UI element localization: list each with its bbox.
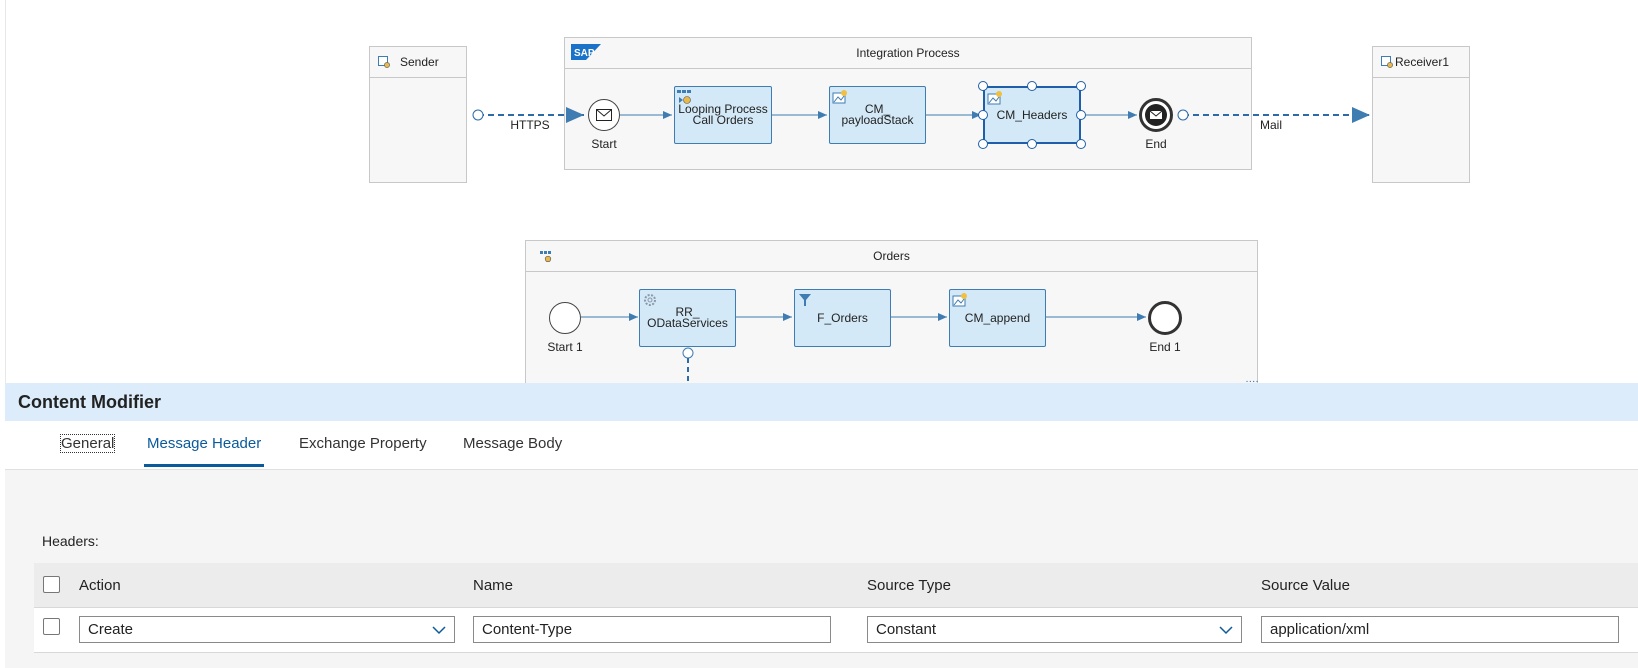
resize-handle[interactable] xyxy=(978,110,988,120)
diagram-canvas[interactable]: Sender Receiver1 SAP Integration Process… xyxy=(5,0,1638,383)
tab-bar: General Message Header Exchange Property… xyxy=(5,421,1638,470)
resize-handle[interactable] xyxy=(978,81,988,91)
resize-handle[interactable] xyxy=(1076,81,1086,91)
sender-header: Sender xyxy=(370,47,466,78)
message-envelope-icon xyxy=(1145,104,1167,126)
cm-append-label: CM_append xyxy=(964,310,1031,325)
column-header-source-type: Source Type xyxy=(867,577,951,594)
svg-text:SAP: SAP xyxy=(574,48,595,59)
sap-logo-icon: SAP xyxy=(571,44,601,60)
cm-headers-label: CM_Headers xyxy=(996,107,1068,122)
column-header-name: Name xyxy=(473,577,514,594)
chevron-down-icon xyxy=(1219,626,1233,635)
rr-odataservices-step[interactable]: RR_ ODataServices xyxy=(639,289,736,347)
cm-payload-label: CM_ payloadStack xyxy=(841,102,914,127)
start1-event[interactable] xyxy=(549,302,581,334)
local-process-icon xyxy=(540,251,552,262)
https-label: HTTPS xyxy=(510,118,550,132)
participant-icon xyxy=(1381,56,1393,68)
filter-icon xyxy=(799,294,811,306)
participant-icon xyxy=(378,56,390,68)
tab-message-body[interactable]: Message Body xyxy=(463,435,563,452)
sender-participant[interactable]: Sender xyxy=(369,46,467,183)
header-name-input[interactable]: Content-Type xyxy=(473,616,831,643)
action-value: Create xyxy=(88,621,134,638)
resize-handle[interactable] xyxy=(1027,139,1037,149)
content-modifier-icon xyxy=(987,91,1002,105)
receiver-label: Receiver1 xyxy=(1395,55,1450,69)
receiver-header: Receiver1 xyxy=(1373,47,1469,78)
content-modifier-icon xyxy=(952,293,967,307)
header-name-value: Content-Type xyxy=(482,621,573,638)
panel-splitter-handle[interactable]: ···· xyxy=(1245,376,1259,387)
resize-handle[interactable] xyxy=(978,139,988,149)
start-event[interactable] xyxy=(588,99,620,131)
headers-label: Headers: xyxy=(42,533,99,549)
mail-label: Mail xyxy=(1259,118,1283,132)
source-value-value: application/xml xyxy=(1270,621,1370,638)
row-checkbox[interactable] xyxy=(43,618,60,635)
integration-process-title: Integration Process xyxy=(856,46,960,60)
table-row: Create Content-Type Constant application… xyxy=(34,608,1638,653)
looping-step-label: Looping Process Call Orders xyxy=(678,102,768,127)
headers-table: Action Name Source Type Source Value Cre… xyxy=(34,563,1638,653)
orders-header: Orders xyxy=(526,241,1257,272)
table-header-row: Action Name Source Type Source Value xyxy=(34,563,1638,608)
receiver-participant[interactable]: Receiver1 xyxy=(1372,46,1470,183)
local-process-icon xyxy=(677,90,691,104)
resize-handle[interactable] xyxy=(1027,81,1037,91)
rr-odata-label: RR_ ODataServices xyxy=(647,305,728,330)
cm-append-step[interactable]: CM_append xyxy=(949,289,1046,347)
resize-handle[interactable] xyxy=(1076,110,1086,120)
panel-title: Content Modifier xyxy=(5,383,1638,421)
connection-lines xyxy=(472,107,1370,383)
f-orders-label: F_Orders xyxy=(817,310,868,325)
tab-general[interactable]: General xyxy=(59,434,116,453)
column-header-source-value: Source Value xyxy=(1261,577,1350,594)
orders-title: Orders xyxy=(873,249,910,263)
looping-process-call-step[interactable]: Looping Process Call Orders xyxy=(674,86,772,144)
end-label: End xyxy=(1145,137,1167,151)
content-modifier-panel: Content Modifier General Message Header … xyxy=(5,383,1638,668)
action-select[interactable]: Create xyxy=(79,616,455,643)
gear-icon xyxy=(644,294,656,306)
select-all-checkbox[interactable] xyxy=(43,576,60,593)
cm-headers-step[interactable]: CM_Headers xyxy=(983,86,1081,144)
start-label: Start xyxy=(591,137,617,151)
integration-process-header: SAP Integration Process xyxy=(565,38,1251,69)
resize-handle[interactable] xyxy=(1076,139,1086,149)
message-envelope-icon xyxy=(596,109,612,121)
tab-exchange-property[interactable]: Exchange Property xyxy=(299,435,427,452)
column-header-action: Action xyxy=(79,577,121,594)
source-type-value: Constant xyxy=(876,621,937,638)
tab-message-header[interactable]: Message Header xyxy=(144,435,265,467)
source-value-input[interactable]: application/xml xyxy=(1261,616,1619,643)
source-type-select[interactable]: Constant xyxy=(867,616,1242,643)
cm-payloadstack-step[interactable]: CM_ payloadStack xyxy=(829,86,926,144)
end-event[interactable] xyxy=(1139,98,1173,132)
content-modifier-icon xyxy=(832,90,847,104)
f-orders-step[interactable]: F_Orders xyxy=(794,289,891,347)
start1-label: Start 1 xyxy=(547,340,583,354)
end1-label: End 1 xyxy=(1149,340,1181,354)
chevron-down-icon xyxy=(432,626,446,635)
end1-event[interactable] xyxy=(1148,301,1182,335)
sender-label: Sender xyxy=(400,55,439,69)
